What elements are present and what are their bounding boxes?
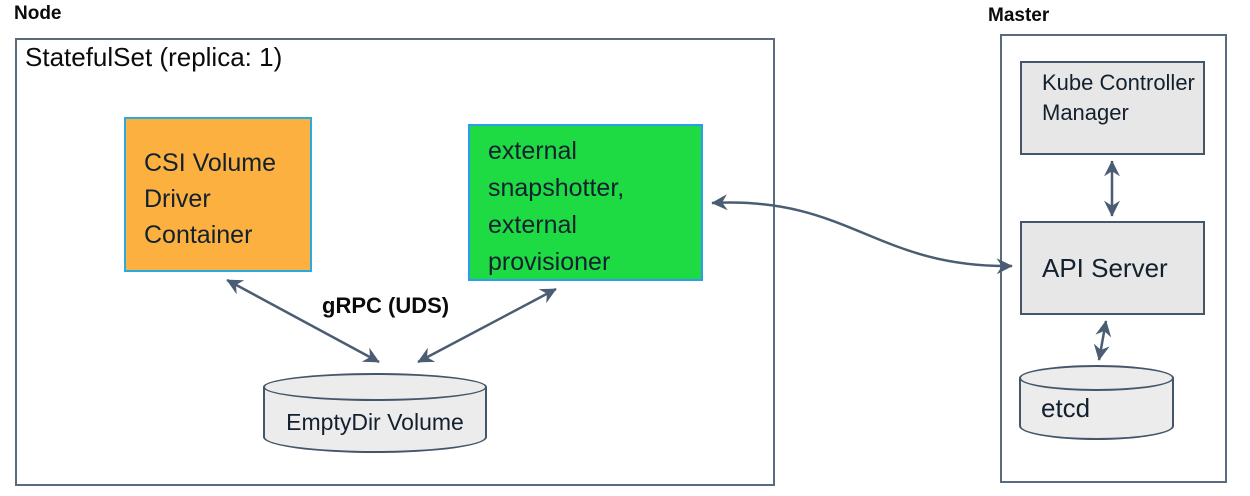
csi-box-line: Container xyxy=(144,221,253,249)
etcd-label: etcd xyxy=(1041,393,1091,423)
etcd-cylinder: etcd xyxy=(1019,365,1174,440)
sidecar-box-line: snapshotter, xyxy=(488,174,625,202)
external-snapshotter-provisioner-box: external snapshotter, external provision… xyxy=(468,124,703,281)
master-label: Master xyxy=(988,5,1050,26)
csi-box-line: CSI Volume xyxy=(144,149,277,177)
emptydir-volume-cylinder: EmptyDir Volume xyxy=(263,373,487,453)
cylinder-top-ellipse xyxy=(1019,365,1174,391)
statefulset-title: StatefulSet (replica: 1) xyxy=(25,42,283,72)
cylinder-top-ellipse xyxy=(263,373,487,401)
api-server-box: API Server xyxy=(1020,221,1205,315)
kcm-box-line: Controller xyxy=(1099,70,1195,95)
grpc-uds-label: gRPC (UDS) xyxy=(322,293,450,318)
kcm-box-line: Manager xyxy=(1042,100,1129,125)
sidecar-box-line: external xyxy=(488,137,577,165)
api-server-label: API Server xyxy=(1042,252,1168,283)
sidecar-box-line: external xyxy=(488,211,577,239)
emptydir-volume-label: EmptyDir Volume xyxy=(286,409,464,435)
sidecar-box-line: provisioner xyxy=(488,248,611,276)
kube-controller-manager-box: Kube Controller Manager xyxy=(1020,61,1205,155)
csi-volume-driver-container-box: CSI Volume Driver Container xyxy=(124,117,312,272)
csi-box-line: Driver xyxy=(144,185,211,213)
node-label: Node xyxy=(14,3,62,24)
kcm-box-line: Kube xyxy=(1042,70,1094,95)
